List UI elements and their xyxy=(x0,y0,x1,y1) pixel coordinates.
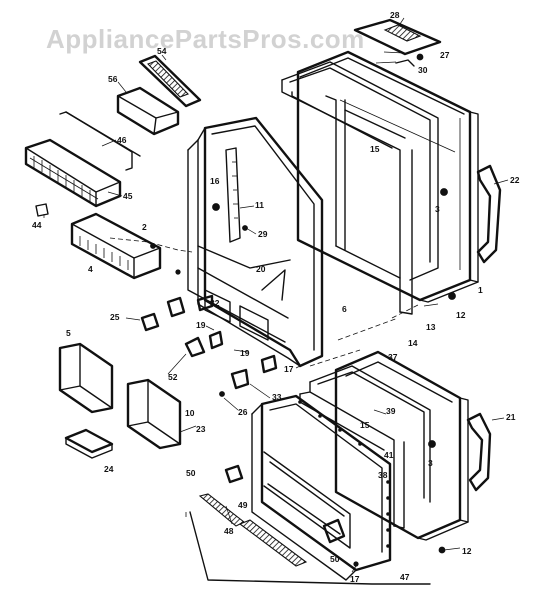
label-25: 25 xyxy=(110,312,120,322)
label-45: 45 xyxy=(123,191,133,201)
leader-lines xyxy=(43,17,509,573)
label-44: 44 xyxy=(32,220,42,230)
label-19b: 19 xyxy=(240,348,250,358)
label-27: 27 xyxy=(440,50,450,60)
shelf-trim-bar xyxy=(138,54,202,108)
label-15b: 15 xyxy=(360,420,370,430)
label-26: 26 xyxy=(238,407,248,417)
door-shelf-basket[interactable] xyxy=(24,138,122,208)
label-4: 4 xyxy=(88,264,93,274)
label-3b: 3 xyxy=(428,458,433,468)
label-17b: 17 xyxy=(350,574,360,584)
label-11: 11 xyxy=(255,200,264,210)
fresh-food-door-outer-panel xyxy=(334,350,469,541)
label-30: 30 xyxy=(418,65,428,75)
label-48: 48 xyxy=(224,526,234,536)
part-number-labels: 54 56 46 45 44 2 4 28 27 30 15 22 3 1 12… xyxy=(32,10,520,584)
label-1: 1 xyxy=(478,285,483,295)
label-2: 2 xyxy=(142,222,147,232)
label-12a: 12 xyxy=(456,310,466,320)
freezer-door-top-trim xyxy=(353,18,442,67)
label-13: 13 xyxy=(426,322,436,332)
label-54: 54 xyxy=(157,46,167,56)
label-10: 10 xyxy=(185,408,195,418)
label-3a: 3 xyxy=(435,204,440,214)
watermark-text: AppliancePartsPros.com xyxy=(46,24,365,54)
label-16: 16 xyxy=(210,176,220,186)
dairy-bin[interactable] xyxy=(116,86,180,136)
label-38: 38 xyxy=(378,470,388,480)
label-24: 24 xyxy=(104,464,114,474)
label-19a: 19 xyxy=(196,320,206,330)
label-20: 20 xyxy=(256,264,266,274)
label-6: 6 xyxy=(342,304,347,314)
label-32: 32 xyxy=(210,298,220,308)
label-56: 56 xyxy=(108,74,118,84)
freezer-door-outer-panel xyxy=(296,50,479,303)
label-5: 5 xyxy=(66,328,71,338)
liner-trim-bars xyxy=(198,464,359,567)
label-46: 46 xyxy=(117,135,127,145)
label-33: 33 xyxy=(272,392,282,402)
label-17a: 17 xyxy=(284,364,294,374)
hinge-brackets xyxy=(140,294,278,397)
label-15a: 15 xyxy=(370,144,380,154)
ice-bucket[interactable] xyxy=(70,212,162,280)
label-21: 21 xyxy=(506,412,516,422)
label-39: 39 xyxy=(386,406,396,416)
fresh-food-door-liner xyxy=(251,394,392,581)
freezer-door-liner xyxy=(187,116,324,368)
crisper-divider-left[interactable] xyxy=(58,342,114,414)
label-12b: 12 xyxy=(462,546,472,556)
label-47: 47 xyxy=(400,572,410,582)
label-29: 29 xyxy=(258,229,268,239)
label-22: 22 xyxy=(510,175,520,185)
crisper-divider-right[interactable] xyxy=(126,378,197,450)
label-41: 41 xyxy=(384,450,394,460)
label-50b: 50 xyxy=(330,554,340,564)
label-28: 28 xyxy=(390,10,400,20)
label-23: 23 xyxy=(196,424,206,434)
small-clip xyxy=(35,203,49,217)
label-52: 52 xyxy=(168,372,178,382)
label-50a: 50 xyxy=(186,468,196,478)
butter-tray[interactable] xyxy=(64,428,114,459)
shelf-retainer-bar xyxy=(59,111,141,171)
label-49: 49 xyxy=(238,500,248,510)
freezer-door-handle[interactable] xyxy=(440,164,502,300)
label-14: 14 xyxy=(408,338,418,348)
label-37: 37 xyxy=(388,352,398,362)
freezer-door-gasket xyxy=(281,61,439,315)
